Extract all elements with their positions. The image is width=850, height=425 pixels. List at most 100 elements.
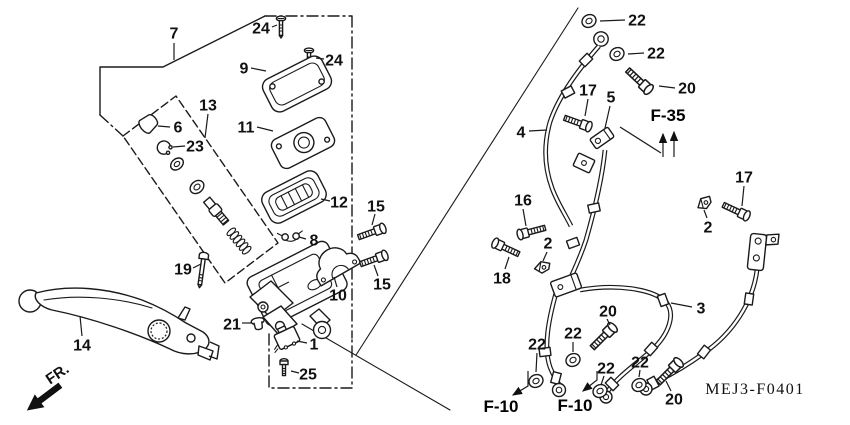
part-label-12-8: 12 bbox=[330, 195, 348, 212]
screw-24-a bbox=[275, 15, 287, 39]
leader-line-part-18-25 bbox=[504, 256, 510, 270]
part-label-7-0: 7 bbox=[170, 26, 179, 43]
piston-spring bbox=[226, 227, 252, 255]
part-label-23-7: 23 bbox=[186, 139, 204, 156]
part-label-8-9: 8 bbox=[310, 233, 319, 250]
part-label-22-30: 22 bbox=[528, 337, 546, 354]
piston-cup bbox=[189, 179, 205, 195]
part-label-17-22: 17 bbox=[579, 83, 597, 100]
part-label-6-6: 6 bbox=[174, 120, 183, 137]
leader-line-part-24-2 bbox=[315, 57, 325, 60]
part-label-15-11: 15 bbox=[373, 277, 391, 294]
part-label-24-1: 24 bbox=[252, 21, 270, 38]
leader-line-part-2-27 bbox=[703, 209, 708, 219]
ref-label-f35: F-35 bbox=[651, 106, 686, 125]
hose-clip-2-right bbox=[697, 195, 712, 210]
part-label-15-10: 15 bbox=[367, 199, 385, 216]
piston-washer bbox=[169, 157, 185, 171]
part-label-21-14: 21 bbox=[223, 317, 241, 334]
sealing-washer-22-b bbox=[607, 44, 627, 64]
master-piston bbox=[202, 196, 230, 226]
leader-line-part-14-17 bbox=[79, 315, 83, 337]
leader-line-part-10-13 bbox=[333, 276, 338, 288]
hose-junction-lower bbox=[549, 272, 583, 298]
leader-line-part-13-5 bbox=[204, 113, 209, 139]
hose-clamp-10 bbox=[316, 247, 362, 287]
grommet-21 bbox=[250, 316, 265, 331]
part-label-14-17: 14 bbox=[73, 338, 91, 355]
diaphragm bbox=[261, 170, 327, 224]
hose-clip-2-left bbox=[533, 261, 551, 274]
part-label-3-29: 3 bbox=[697, 301, 706, 318]
caliper-bracket bbox=[746, 232, 780, 272]
circlip bbox=[156, 140, 173, 156]
ref-label-f10-right: F-10 bbox=[558, 396, 593, 415]
part-label-18-25: 18 bbox=[493, 271, 511, 288]
leader-line-part-15-10 bbox=[371, 213, 376, 226]
leader-line-part-15-11 bbox=[373, 264, 379, 277]
part-label-22-19: 22 bbox=[628, 13, 646, 30]
part-label-11-4: 11 bbox=[238, 120, 255, 137]
part-label-4-18: 4 bbox=[517, 125, 526, 142]
piston-boot bbox=[138, 113, 159, 134]
spring-clip-8 bbox=[276, 230, 303, 242]
part-label-20-21: 20 bbox=[678, 81, 696, 98]
fr-direction-arrow bbox=[26, 382, 63, 411]
brake-hose-4 bbox=[543, 31, 609, 278]
leader-line-part-22-30 bbox=[535, 352, 538, 373]
piston-kit-box bbox=[122, 95, 279, 284]
part-label-17-28: 17 bbox=[735, 170, 753, 187]
bolt-17-right bbox=[720, 199, 753, 223]
reservoir-cap bbox=[261, 55, 333, 113]
leader-line-part-12-8 bbox=[320, 198, 331, 202]
part-label-13-5: 13 bbox=[199, 98, 217, 115]
leader-line-part-20-32 bbox=[606, 318, 611, 326]
leader-line-part-20-35 bbox=[665, 380, 672, 392]
leader-line-part-22-33 bbox=[600, 375, 605, 386]
part-label-20-35: 20 bbox=[665, 392, 683, 409]
set-plate bbox=[270, 116, 336, 170]
leader-line-part-6-6 bbox=[157, 125, 171, 128]
lever-hook-end bbox=[197, 341, 220, 361]
banjo-bolt-20-mid bbox=[587, 320, 620, 353]
leader-line-part-19-12 bbox=[192, 263, 202, 269]
part-label-22-34: 22 bbox=[631, 355, 649, 372]
part-label-10-13: 10 bbox=[329, 288, 347, 305]
part-label-25-16: 25 bbox=[299, 367, 317, 384]
sealing-washer-22-d bbox=[563, 350, 583, 370]
part-label-9-3: 9 bbox=[240, 61, 249, 78]
leader-line-part-4-18 bbox=[528, 129, 548, 132]
leader-line-part-25-16 bbox=[290, 370, 300, 374]
bolt-18 bbox=[489, 236, 522, 260]
ref-label-f10-left: F-10 bbox=[484, 397, 519, 416]
part-label-22-31: 22 bbox=[564, 326, 582, 343]
master-cylinder-body bbox=[246, 240, 348, 340]
part-label-16-24: 16 bbox=[514, 193, 532, 210]
hose-collars bbox=[538, 52, 755, 392]
leader-line-part-20-21 bbox=[658, 85, 676, 89]
f10-reference-arrows bbox=[511, 371, 598, 396]
hose-bracket-5 bbox=[589, 126, 615, 150]
leader-line-part-2-26 bbox=[542, 251, 548, 262]
brake-lever bbox=[18, 287, 220, 361]
lever-tab bbox=[177, 306, 191, 321]
leader-line-part-8-9 bbox=[298, 236, 307, 240]
leader-line-part-22-34 bbox=[638, 369, 641, 378]
part-label-2-27: 2 bbox=[704, 220, 713, 237]
leader-line-part-1-15 bbox=[296, 340, 308, 344]
bolt-17-left bbox=[561, 112, 595, 134]
view-connector-lines bbox=[301, 7, 579, 411]
part-label-20-32: 20 bbox=[599, 304, 617, 321]
brake-light-switch bbox=[273, 325, 301, 353]
bolt-15-a bbox=[355, 221, 389, 243]
banjo-bolt-20-top bbox=[622, 64, 656, 97]
screw-25 bbox=[279, 358, 289, 377]
leader-line-part-24-1 bbox=[271, 24, 278, 28]
part-label-5-23: 5 bbox=[607, 90, 616, 107]
leader-line-part-11-4 bbox=[256, 126, 274, 132]
part-label-24-2: 24 bbox=[325, 53, 343, 70]
part-label-2-26: 2 bbox=[544, 236, 553, 253]
part-label-22-33: 22 bbox=[597, 361, 615, 378]
